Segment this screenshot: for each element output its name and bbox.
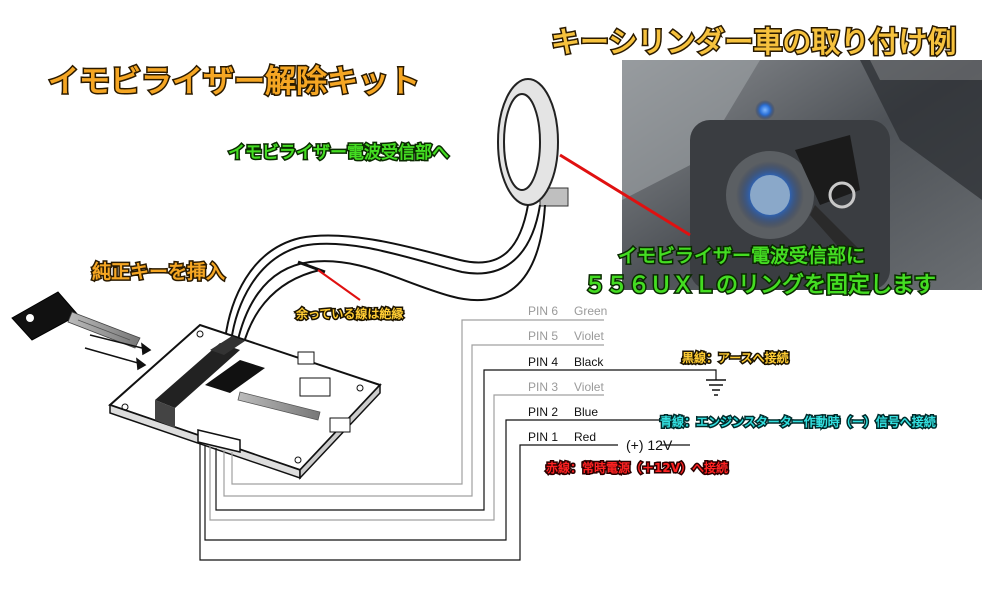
pin-wiring (199, 319, 717, 561)
ground-note: 黒線：アースへ接続 (682, 350, 789, 365)
ground-icon (706, 379, 726, 396)
pin-2-color: Blue (574, 405, 598, 419)
blue-wire-note: 青線：エンジンスターター作動時（ー）信号へ接続 (660, 414, 936, 429)
pin-2-label: PIN 2 (528, 405, 558, 419)
antenna-cable (224, 204, 546, 347)
main-title: イモビライザー解除キット (48, 64, 420, 100)
pin-6-label: PIN 6 (528, 304, 558, 318)
pin-4-color: Black (574, 355, 604, 369)
car-key (11, 291, 141, 349)
pin-1-color: Red (574, 430, 596, 444)
circuit-board (108, 323, 382, 480)
spare-wire-callout: 余っている線は絶縁 (295, 306, 403, 321)
installation-photo (622, 60, 982, 290)
photo-title: キーシリンダー車の取り付け例 (551, 25, 956, 59)
insert-key-callout: 純正キーを挿入 (92, 260, 225, 283)
power-label: (+) 12V (626, 437, 673, 453)
photo-caption-2: ５５６ＵＸＬのリングを固定します (584, 272, 936, 298)
pin-1-label: PIN 1 (528, 430, 558, 444)
ring-to-photo-line (559, 153, 691, 237)
pin-3-label: PIN 3 (528, 380, 558, 394)
insert-arrows (84, 334, 152, 371)
photo-caption-1: イモビライザー電波受信部に (618, 244, 865, 267)
spare-wire (297, 260, 326, 274)
antenna-callout: イモビライザー電波受信部へ (228, 142, 449, 163)
spare-wire-pointer (317, 269, 361, 301)
pin-5-label: PIN 5 (528, 329, 558, 343)
red-wire-note: 赤線：常時電源（＋12V）へ接続 (546, 460, 728, 475)
pin-3-color: Violet (574, 380, 604, 394)
pin-labels: PIN 6 Green PIN 5 Violet PIN 4 Black PIN… (528, 304, 607, 444)
pin-5-color: Violet (574, 329, 604, 343)
antenna-ring (497, 78, 569, 207)
pin-6-color: Green (574, 304, 607, 318)
pin-4-label: PIN 4 (528, 355, 558, 369)
